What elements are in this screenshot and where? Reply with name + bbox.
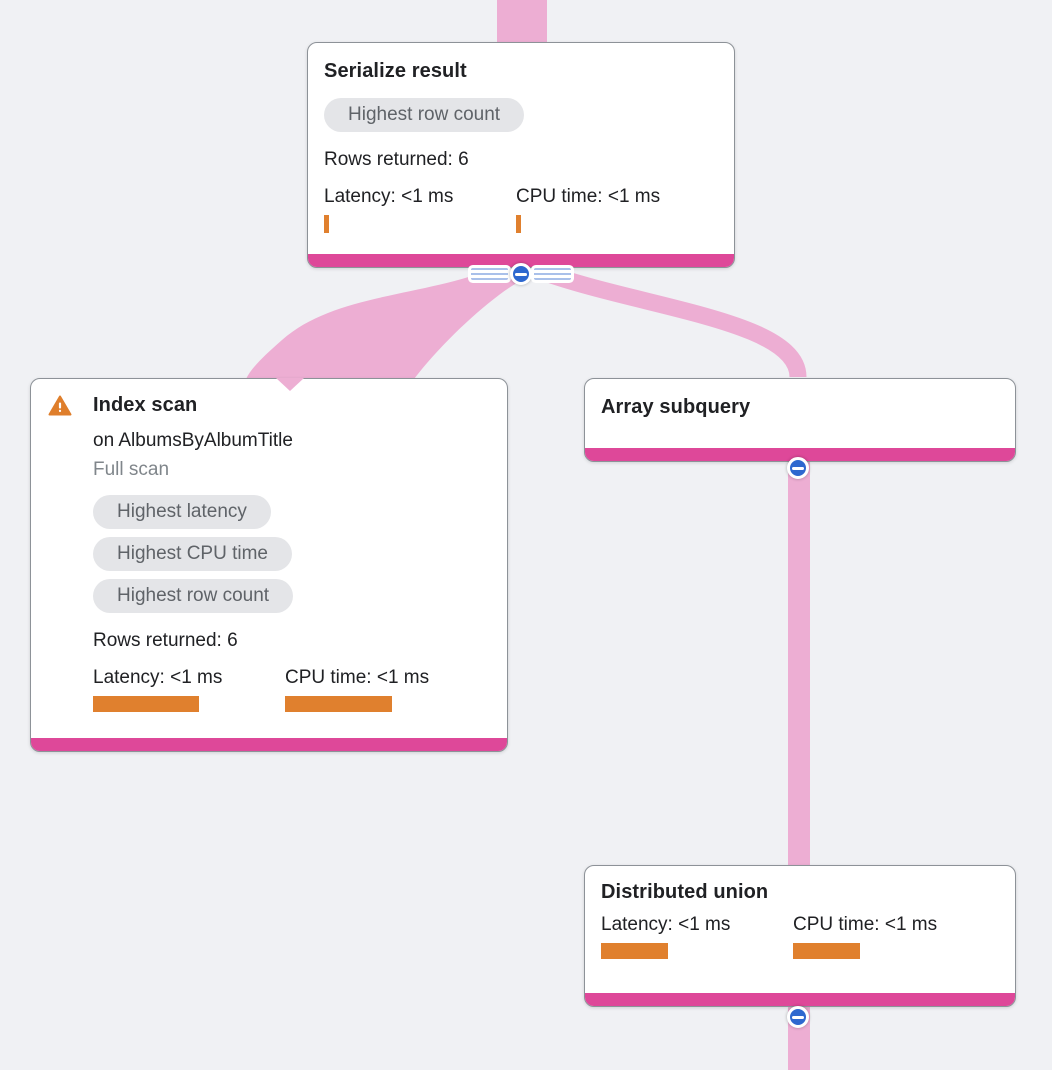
badge-highest-cpu-time: Highest CPU time	[93, 537, 292, 571]
latency-bar	[93, 696, 199, 712]
node-accent-bar	[585, 993, 1015, 1006]
cpu-metric: CPU time: <1 ms	[516, 185, 708, 233]
node-index-scan[interactable]: Index scan on AlbumsByAlbumTitle Full sc…	[30, 378, 508, 752]
latency-label: Latency: <1 ms	[93, 667, 223, 688]
node-title: Index scan	[93, 394, 198, 416]
node-title: Distributed union	[601, 881, 769, 903]
node-note: Full scan	[93, 459, 170, 480]
badge-highest-latency: Highest latency	[93, 495, 271, 529]
latency-label: Latency: <1 ms	[324, 186, 454, 207]
node-title: Serialize result	[324, 60, 467, 82]
node-title: Array subquery	[601, 396, 751, 418]
node-distributed-union[interactable]: Distributed union Latency: <1 ms CPU tim…	[584, 865, 1016, 1007]
node-array-subquery[interactable]: Array subquery	[584, 378, 1016, 462]
metrics: Latency: <1 ms CPU time: <1 ms	[93, 666, 489, 712]
collapse-button-serialize-result[interactable]	[471, 263, 571, 285]
node-accent-bar	[31, 738, 507, 751]
cpu-metric: CPU time: <1 ms	[793, 913, 985, 959]
edge-serialize-to-index-scan	[246, 267, 546, 379]
collapse-button-array-subquery[interactable]	[785, 457, 811, 479]
cpu-time-label: CPU time: <1 ms	[516, 186, 661, 207]
minus-circle-icon[interactable]	[787, 1006, 809, 1028]
cpu-time-bar	[793, 943, 860, 959]
rows-returned: Rows returned: 6	[93, 630, 238, 651]
badge-highest-row-count: Highest row count	[324, 98, 525, 132]
latency-bar	[601, 943, 668, 959]
warning-triangle-icon	[48, 394, 72, 418]
latency-metric: Latency: <1 ms	[324, 185, 516, 233]
edge-arrowhead-icon	[276, 378, 304, 391]
latency-label: Latency: <1 ms	[601, 914, 731, 935]
latency-metric: Latency: <1 ms	[93, 666, 285, 712]
latency-metric: Latency: <1 ms	[601, 913, 793, 959]
edge-serialize-to-array-subquery	[534, 262, 807, 379]
cpu-metric: CPU time: <1 ms	[285, 666, 477, 712]
collapse-lines-right	[534, 268, 571, 280]
collapse-lines-left	[471, 268, 508, 280]
badge-highest-row-count: Highest row count	[93, 579, 294, 613]
latency-bar	[324, 215, 329, 233]
minus-circle-icon[interactable]	[787, 457, 809, 479]
metrics: Latency: <1 ms CPU time: <1 ms	[324, 185, 716, 233]
cpu-time-bar	[285, 696, 392, 712]
rows-returned: Rows returned: 6	[324, 149, 469, 170]
cpu-time-label: CPU time: <1 ms	[285, 667, 430, 688]
metrics: Latency: <1 ms CPU time: <1 ms	[601, 913, 997, 959]
minus-circle-icon[interactable]	[510, 263, 532, 285]
node-subtitle: on AlbumsByAlbumTitle	[93, 430, 293, 451]
cpu-time-bar	[516, 215, 521, 233]
node-accent-bar	[308, 254, 734, 267]
node-accent-bar	[585, 448, 1015, 461]
collapse-button-distributed-union[interactable]	[785, 1006, 811, 1028]
node-serialize-result[interactable]: Serialize result Highest row count Rows …	[307, 42, 735, 268]
cpu-time-label: CPU time: <1 ms	[793, 914, 938, 935]
